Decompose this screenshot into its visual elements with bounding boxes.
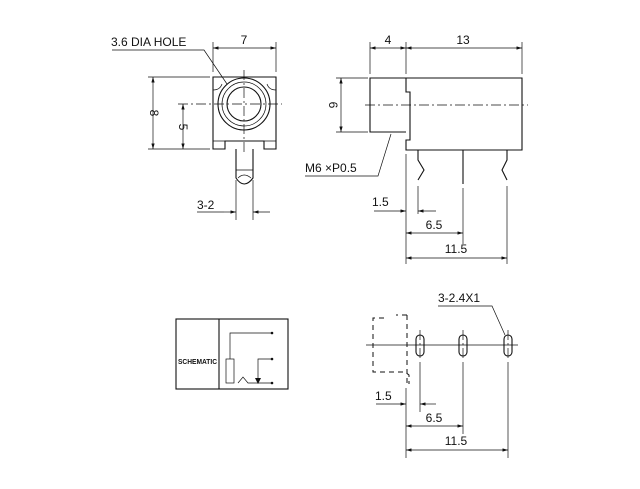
front-view: 7 3.6 DIA HOLE 8 5 3-2 [111,33,282,220]
tip-contact [225,358,235,384]
schematic-label: SCHEMATIC [178,359,217,366]
side-pin-1 [417,150,425,181]
outer-ring [217,77,271,131]
dim-pin2: 6.5 [426,411,443,425]
dim-pin1: 1.5 [372,195,389,209]
hole-label: 3-2.4X1 [438,291,480,305]
thread-label: M6 ×P0.5 [305,161,357,175]
dim-pin1: 1.5 [375,389,392,403]
side-pin-3 [501,150,508,181]
dim-height: 8 [147,110,161,117]
dim-pin3: 11.5 [445,434,468,448]
side-view: 4 13 6 M6 ×P0.5 1.5 6.5 11.5 [305,33,528,264]
dim-pin3: 11.5 [445,242,468,256]
hole-label: 3.6 DIA HOLE [111,35,186,49]
body-outline [372,314,410,384]
dim-pin: 3-2 [197,198,215,212]
dim-center-height: 5 [176,124,190,131]
pcb-footprint: 3-2.4X1 1.5 6.5 11.5 [366,291,518,458]
schematic: SCHEMATIC [175,318,289,390]
dim-body-length: 13 [456,33,470,47]
front-pin [235,149,254,185]
front-body [212,76,277,150]
dim-width: 7 [241,33,248,47]
dim-pin2: 6.5 [426,218,443,232]
schematic-frame [175,318,289,390]
dim-front-length: 4 [385,33,392,47]
dim-thread-dia: 6 [326,102,340,109]
side-body [405,77,523,151]
